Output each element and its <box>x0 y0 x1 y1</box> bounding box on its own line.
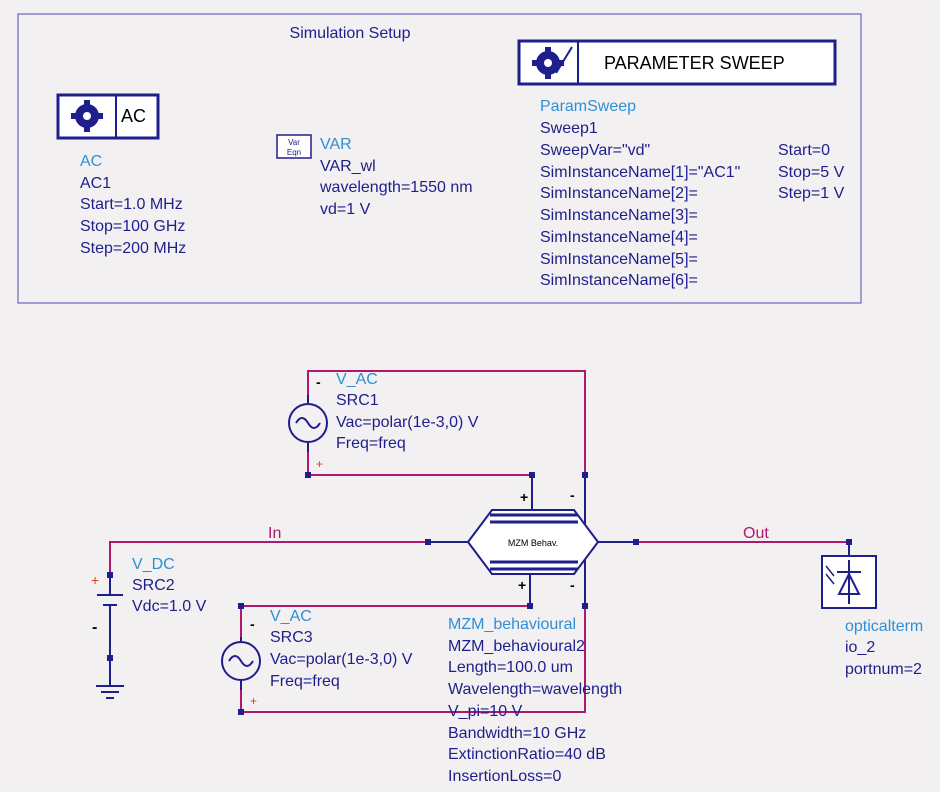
sweep-param: SimInstanceName[2]= <box>540 185 698 202</box>
var-icon-label: Var <box>288 138 300 147</box>
src2-plus-pin: + <box>91 572 99 588</box>
ground-icon <box>96 685 124 699</box>
src1-param: Vac=polar(1e-3,0) V <box>336 414 479 431</box>
mzm-name: MZM_behavioural2 <box>448 638 585 655</box>
sweep-gear-icon <box>532 46 573 79</box>
src1-name: SRC1 <box>336 392 379 409</box>
src2-vdc-source[interactable] <box>96 575 124 699</box>
wire-src1-bottom[interactable] <box>307 452 532 476</box>
sweep-header-label: PARAMETER SWEEP <box>604 53 785 73</box>
net-label-in: In <box>268 525 281 542</box>
ac-type: AC <box>80 153 102 170</box>
var-equation-block[interactable]: Var Eqn <box>276 134 312 159</box>
mzm-param: InsertionLoss=0 <box>448 768 562 785</box>
wire-src1-top[interactable] <box>307 370 586 475</box>
sweep-range: Start=0 <box>778 142 830 159</box>
wire-src3-bottom[interactable] <box>240 606 586 713</box>
sweep-param: SimInstanceName[6]= <box>540 272 698 289</box>
mzm-type: MZM_behavioural <box>448 616 576 633</box>
mzm-top-minus-pin: - <box>570 487 575 503</box>
optical-term-param: portnum=2 <box>845 661 922 678</box>
src2-type: V_DC <box>132 556 175 573</box>
src3-param: Vac=polar(1e-3,0) V <box>270 651 413 668</box>
src3-minus-pin: - <box>250 616 255 632</box>
mzm-symbol-label: MZM Behav. <box>508 538 558 548</box>
simulation-setup-title: Simulation Setup <box>290 25 411 42</box>
wire-in[interactable] <box>109 541 428 575</box>
sine-wave-icon <box>295 417 321 429</box>
var-param: wavelength=1550 nm <box>319 179 473 196</box>
src1-type: V_AC <box>336 371 378 388</box>
mzm-param: V_pi=10 V <box>448 703 523 720</box>
src1-plus-pin: + <box>316 457 323 471</box>
ac-param: Stop=100 GHz <box>80 218 185 235</box>
src3-type: V_AC <box>270 608 312 625</box>
ac-icon-label: AC <box>121 106 146 126</box>
ac-name: AC1 <box>80 175 111 192</box>
photodiode-icon <box>825 560 861 604</box>
parameter-sweep-controller[interactable]: PARAMETER SWEEP <box>517 39 837 86</box>
mzm-param: ExtinctionRatio=40 dB <box>448 746 606 763</box>
src3-plus-pin: + <box>250 694 257 708</box>
mzm-param: Bandwidth=10 GHz <box>448 725 586 742</box>
mzm-behavioural-block[interactable]: MZM Behav. <box>428 475 636 606</box>
ac-controller[interactable]: AC <box>56 93 160 140</box>
net-label-out: Out <box>743 525 769 542</box>
mzm-top-plus-pin: + <box>520 489 528 505</box>
wire-junctions <box>107 472 852 715</box>
eqn-icon-label: Eqn <box>287 148 301 157</box>
optical-term-type: opticalterm <box>845 618 923 635</box>
gear-icon <box>71 100 103 132</box>
src1-param: Freq=freq <box>336 435 406 452</box>
ac-source-circle <box>288 403 328 443</box>
var-type: VAR <box>320 136 352 153</box>
src2-name: SRC2 <box>132 577 175 594</box>
sweep-param: SimInstanceName[3]= <box>540 207 698 224</box>
mzm-param: Length=100.0 um <box>448 659 573 676</box>
ac-source-circle <box>221 641 261 681</box>
src2-param: Vdc=1.0 V <box>132 598 207 615</box>
mzm-param: Wavelength=wavelength <box>448 681 622 698</box>
mzm-bottom-minus-pin: - <box>570 577 575 593</box>
var-name: VAR_wl <box>320 158 376 175</box>
src3-param: Freq=freq <box>270 673 340 690</box>
src3-vac-source[interactable] <box>221 637 261 690</box>
simulation-setup-frame <box>17 13 862 304</box>
var-param: vd=1 V <box>320 201 371 218</box>
src2-minus-pin: - <box>92 619 97 636</box>
mzm-bottom-plus-pin: + <box>518 577 526 593</box>
sweep-range: Step=1 V <box>778 185 845 202</box>
sweep-param: SimInstanceName[4]= <box>540 229 698 246</box>
optical-term-block[interactable] <box>821 542 877 609</box>
sine-wave-icon <box>228 655 254 667</box>
optical-term-name: io_2 <box>845 639 875 656</box>
sweep-name: Sweep1 <box>540 120 598 137</box>
mzm-hexagon <box>466 509 600 575</box>
src1-minus-pin: - <box>316 374 321 390</box>
sweep-type: ParamSweep <box>540 98 636 115</box>
sweep-param: SimInstanceName[1]="AC1" <box>540 164 740 181</box>
ac-param: Step=200 MHz <box>80 240 186 257</box>
ac-param: Start=1.0 MHz <box>80 196 183 213</box>
sweep-param: SweepVar="vd" <box>540 142 650 159</box>
sweep-range: Stop=5 V <box>778 164 845 181</box>
src3-name: SRC3 <box>270 629 313 646</box>
src1-vac-source[interactable] <box>288 395 328 452</box>
sweep-param: SimInstanceName[5]= <box>540 251 698 268</box>
var-eqn-icon <box>276 134 312 159</box>
